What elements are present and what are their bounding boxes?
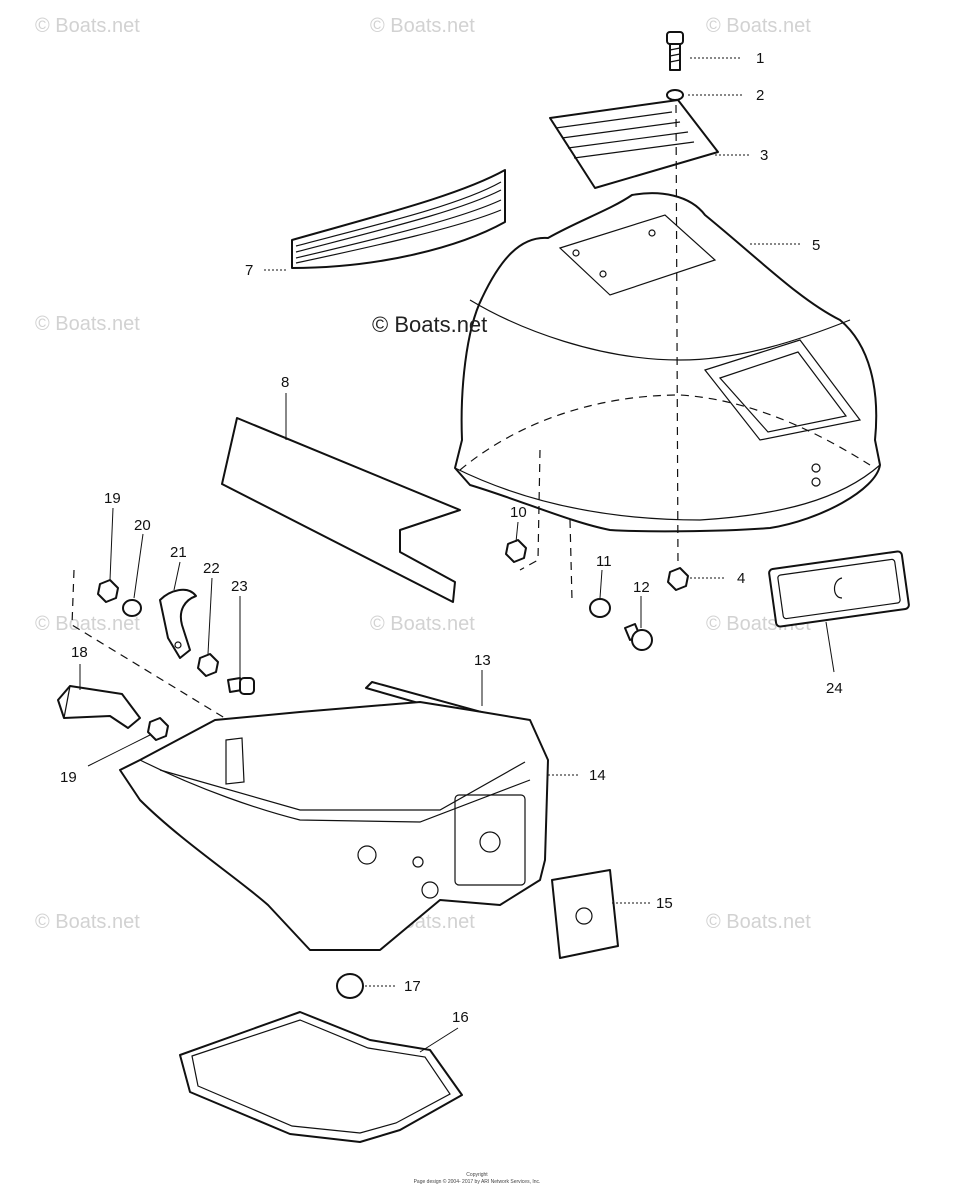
watermark: © Boats.net [370, 15, 475, 37]
callout-1: 1 [756, 50, 764, 67]
callout-22: 22 [203, 560, 220, 577]
callout-3: 3 [760, 147, 768, 164]
part-21-latch[interactable] [159, 588, 197, 659]
part-24-badge[interactable] [768, 550, 910, 628]
part-10-nut[interactable] [505, 539, 527, 563]
leader-lines [79, 57, 835, 1053]
callout-4: 4 [737, 570, 745, 587]
part-1-screw[interactable] [666, 31, 684, 71]
callouts: 1 2 3 4 5 7 8 10 11 12 13 14 15 16 17 18… [60, 50, 843, 1026]
part-14-lower-cowl[interactable] [119, 701, 549, 951]
callout-13: 13 [474, 652, 491, 669]
footer-copyright-line1: Copyright [466, 1172, 488, 1178]
callout-16: 16 [452, 1009, 469, 1026]
callout-23: 23 [231, 578, 248, 595]
callout-10: 10 [510, 504, 527, 521]
part-20-bushing[interactable] [122, 599, 142, 617]
part-4-nut[interactable] [667, 567, 689, 591]
watermark: © Boats.net [706, 15, 811, 37]
part-12-fastener[interactable] [624, 623, 653, 651]
callout-24: 24 [826, 680, 843, 697]
watermark: © Boats.net [35, 911, 140, 933]
part-18-handle[interactable] [57, 685, 141, 729]
part-11-spacer[interactable] [589, 598, 611, 618]
footer-copyright-line2: Page design © 2004- 2017 by ARI Network … [414, 1178, 541, 1185]
callout-19-lower: 19 [60, 769, 77, 786]
center-watermark: © Boats.net [372, 312, 487, 337]
callout-12: 12 [633, 579, 650, 596]
part-3-top-cover-plate[interactable] [549, 99, 719, 189]
callout-2: 2 [756, 87, 764, 104]
callout-14: 14 [589, 767, 606, 784]
callout-19-upper: 19 [104, 490, 121, 507]
callout-15: 15 [656, 895, 673, 912]
part-5-top-cowl[interactable] [454, 192, 881, 533]
callout-21: 21 [170, 544, 187, 561]
callout-18: 18 [71, 644, 88, 661]
part-22-nut[interactable] [197, 653, 219, 677]
part-19-nut-upper[interactable] [97, 579, 119, 603]
watermark: © Boats.net [35, 15, 140, 37]
part-19-nut-lower[interactable] [147, 717, 169, 741]
callout-7: 7 [245, 262, 253, 279]
part-8-seal-strip[interactable] [221, 417, 461, 603]
callout-5: 5 [812, 237, 820, 254]
part-17-plug[interactable] [336, 973, 364, 999]
callout-20: 20 [134, 517, 151, 534]
watermark: © Boats.net [35, 613, 140, 635]
part-2-washer[interactable] [666, 89, 684, 101]
callout-11: 11 [596, 553, 612, 570]
part-7-decal-strip[interactable] [291, 169, 506, 269]
watermark: © Boats.net [370, 613, 475, 635]
callout-8: 8 [281, 374, 289, 391]
part-16-gasket[interactable] [179, 1011, 463, 1143]
watermark: © Boats.net [35, 313, 140, 335]
part-15-label-plate[interactable] [551, 869, 619, 959]
callout-17: 17 [404, 978, 421, 995]
part-23-screw[interactable] [227, 677, 255, 695]
watermark: © Boats.net [706, 911, 811, 933]
